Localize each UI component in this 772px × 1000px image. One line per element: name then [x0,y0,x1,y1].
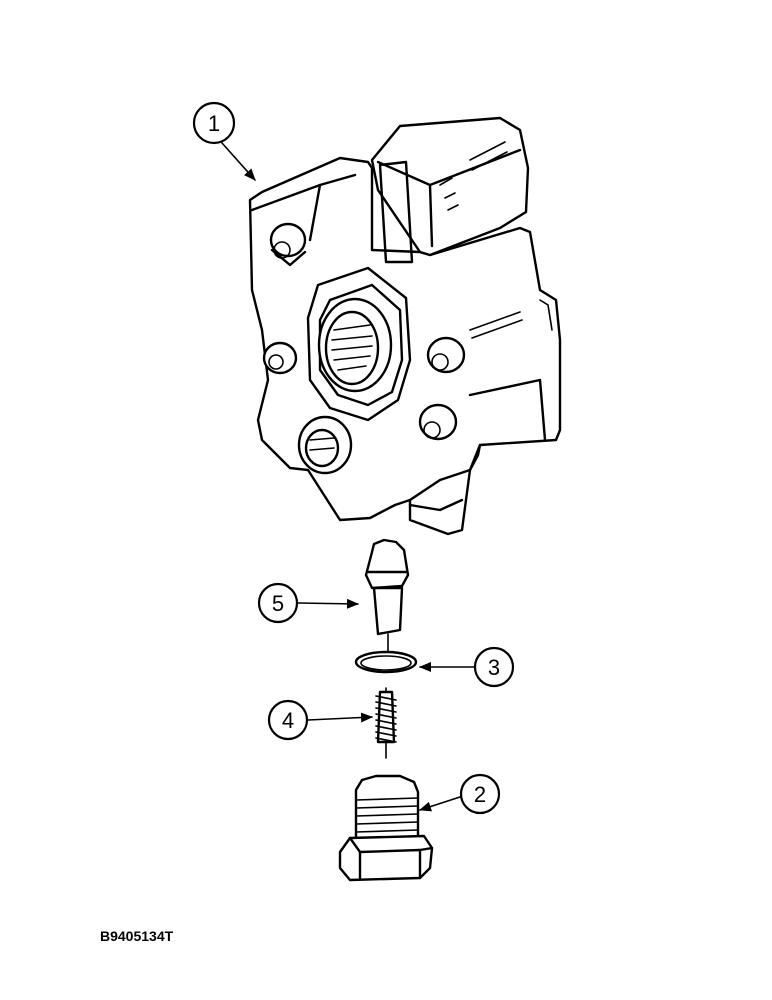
callout-2: 2 [419,773,501,815]
callout-5: 5 [257,582,359,624]
mounting-boss-upper-left [269,222,307,267]
callout-2-number: 2 [474,782,486,807]
callout-5-number: 5 [272,591,284,616]
relief-valve-poppet [364,538,410,653]
mounting-boss-left-middle [262,341,298,375]
lower-port [297,415,353,475]
spring [375,687,397,759]
mounting-boss-right-lower [418,403,458,441]
callout-4-number: 4 [282,708,294,733]
hex-port [306,266,412,422]
callout-3: 3 [419,646,515,688]
callout-3-number: 3 [488,655,500,680]
valve-housing [248,116,562,536]
plug [338,774,434,882]
callout-1-number: 1 [208,111,220,136]
o-ring [354,650,418,674]
figure-id-label: B9405134T [100,928,174,944]
callout-4: 4 [267,699,373,741]
mounting-boss-right-upper [426,336,466,374]
callout-1: 1 [192,101,256,181]
